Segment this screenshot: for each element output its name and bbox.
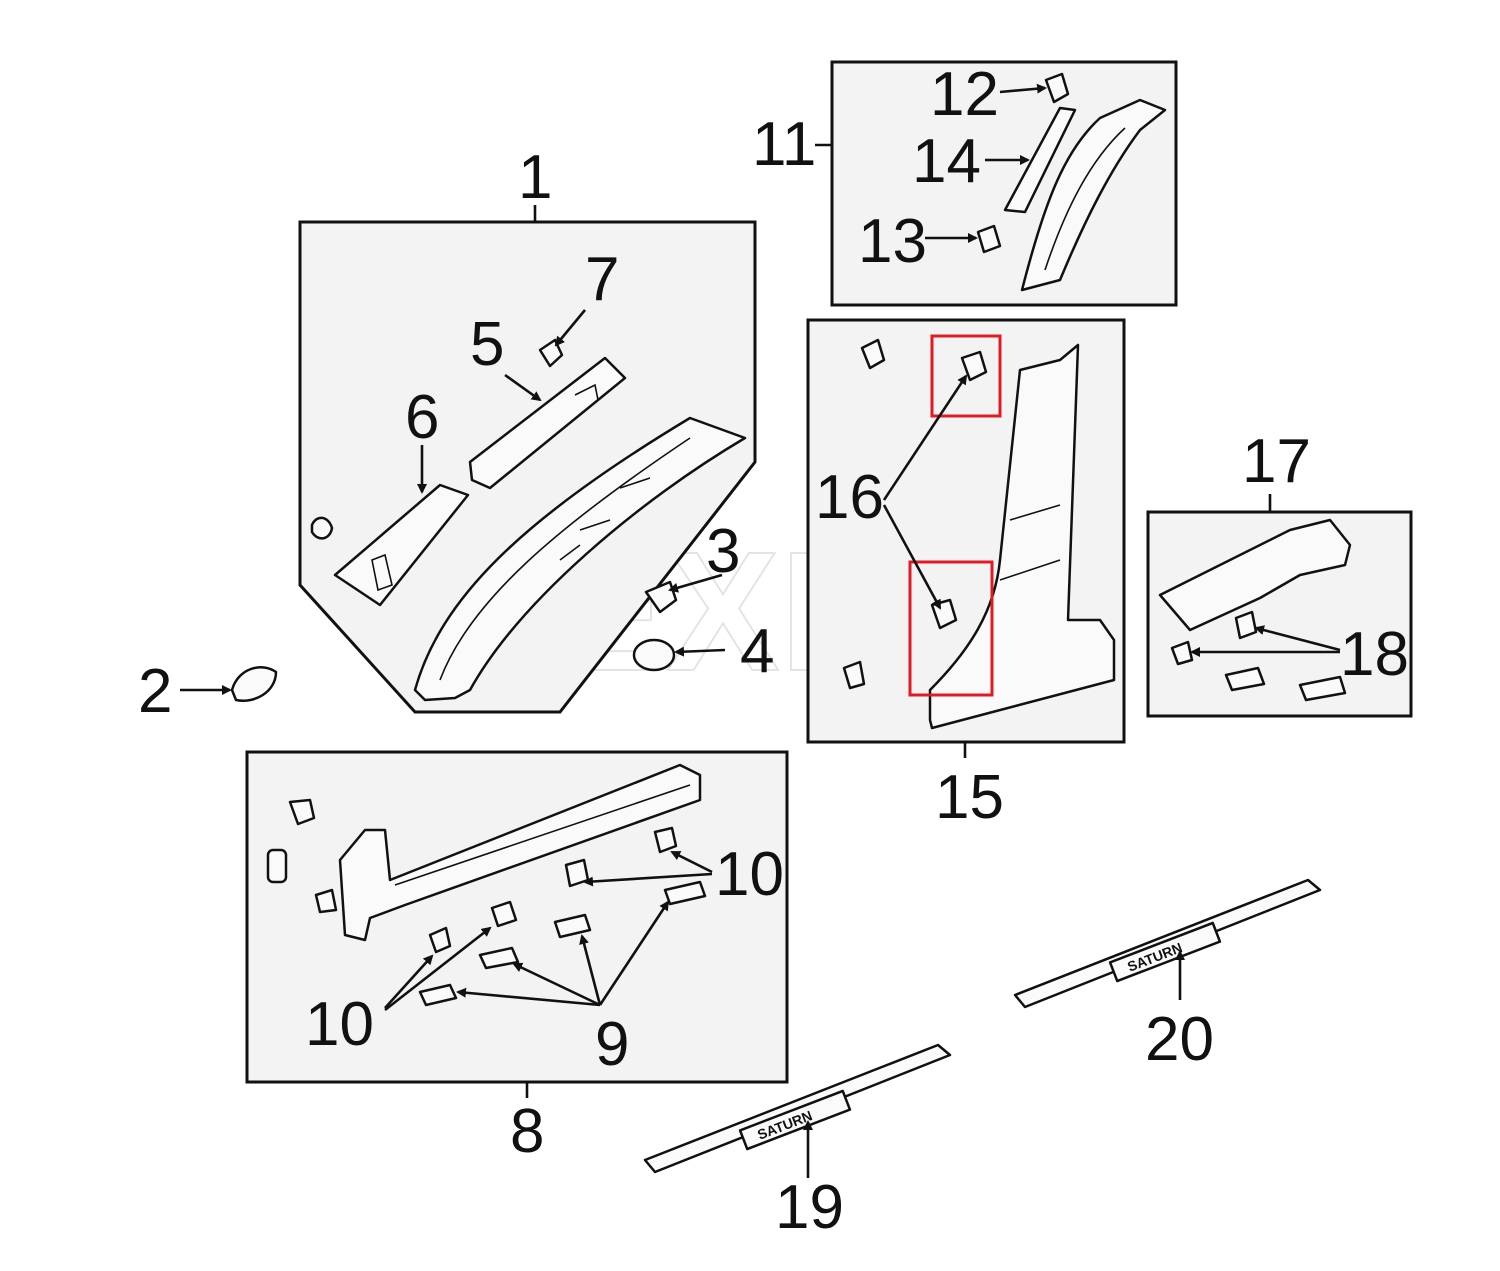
- callout-17: 17: [1242, 427, 1311, 496]
- part-5-trim: [468, 356, 627, 490]
- group-8-box: [245, 750, 789, 1098]
- callout-7: 7: [585, 245, 619, 314]
- callout-15: 15: [935, 763, 1004, 832]
- highlight-box-upper: [930, 334, 1002, 418]
- group-1-box: [298, 205, 757, 714]
- a-pillar-trim: [413, 416, 747, 702]
- sill-plate-19: SATURN: [643, 1043, 952, 1174]
- sill-trim: [338, 763, 702, 942]
- part-2-clip: [230, 666, 278, 703]
- callout-20: 20: [1145, 1005, 1214, 1074]
- pillar-11-trim: [1020, 98, 1167, 292]
- callout-13: 13: [858, 207, 927, 276]
- part-13-clip: [976, 224, 1002, 254]
- group-15-box: [806, 318, 1126, 758]
- callout-16: 16: [815, 463, 884, 532]
- callout-18: 18: [1340, 620, 1409, 689]
- callout-1: 1: [518, 143, 552, 212]
- part-14-strip: [1003, 106, 1077, 214]
- b-pillar-trim: [928, 343, 1116, 730]
- group-11-box: [815, 60, 1178, 307]
- small-clip-left: [310, 516, 334, 540]
- callout-12: 12: [930, 60, 999, 129]
- part-12-clip: [1044, 72, 1070, 104]
- callout-10-upper: 10: [715, 840, 784, 909]
- callout-5: 5: [470, 310, 504, 379]
- callout-19: 19: [775, 1173, 844, 1242]
- callout-labels: 1 2 3 4 5 6 7 8 9 10 10 11 12 13 14 15 1…: [138, 60, 1409, 1242]
- part-4-cap: [632, 638, 676, 672]
- highlight-box-lower: [908, 560, 994, 697]
- part-17-trim: [1158, 518, 1352, 632]
- sill-plate-20: SATURN: [1013, 878, 1322, 1009]
- callout-4: 4: [740, 617, 774, 686]
- callout-10-lower: 10: [305, 990, 374, 1059]
- callout-9: 9: [595, 1010, 629, 1079]
- callout-8: 8: [510, 1097, 544, 1166]
- group-17-box: [1146, 494, 1413, 718]
- part-6-trim: [333, 483, 470, 607]
- leader-lines: [180, 83, 1341, 1178]
- callout-2: 2: [138, 657, 172, 726]
- callout-14: 14: [912, 127, 981, 196]
- callout-3: 3: [706, 517, 740, 586]
- callout-11: 11: [752, 110, 816, 179]
- callout-6: 6: [405, 383, 439, 452]
